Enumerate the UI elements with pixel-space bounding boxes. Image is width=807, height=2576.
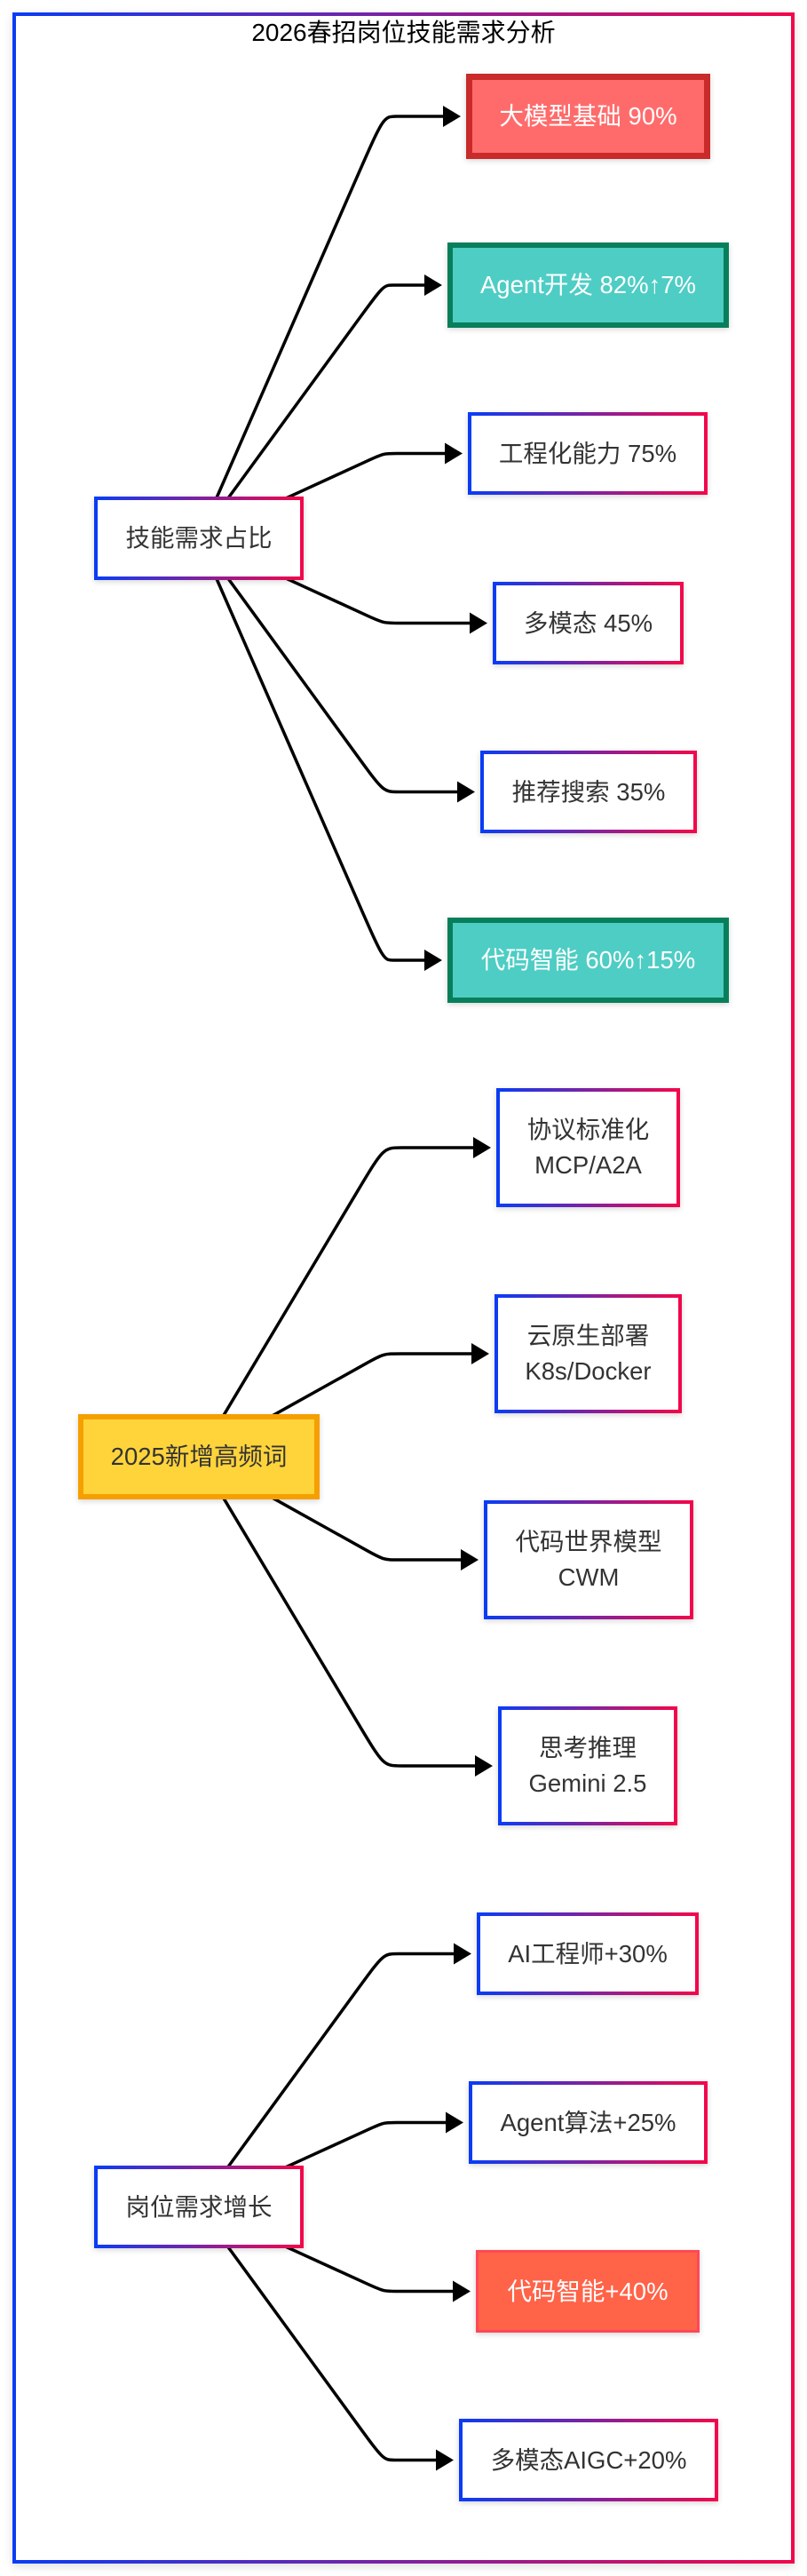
edge-skill-share-to-agent-dev (226, 283, 437, 500)
arrowhead-icon (461, 1549, 479, 1570)
node-label: 大模型基础 90% (499, 102, 677, 130)
node-protocol-std: 协议标准化 MCP/A2A (496, 1088, 680, 1207)
node-label-line-1: 思考推理 (539, 1734, 637, 1761)
node-code-world-model: 代码世界模型 CWM (484, 1500, 693, 1619)
node-agent-dev: Agent开发 82%↑7% (447, 242, 729, 328)
node-llm-foundation: 大模型基础 90% (466, 74, 710, 159)
node-ai-engineer: AI工程师+30% (477, 1912, 699, 1995)
arrowhead-icon (436, 2449, 454, 2471)
node-label: Agent算法+25% (500, 2108, 676, 2136)
diagram-title: 2026春招岗位技能需求分析 (251, 19, 556, 46)
node-label: 技能需求占比 (125, 524, 273, 552)
node-code-intel: 代码智能 60%↑15% (447, 918, 729, 1003)
node-label-line-1: 代码世界模型 (515, 1528, 662, 1555)
node-label: Agent开发 82%↑7% (479, 271, 697, 298)
arrowhead-icon (470, 612, 487, 634)
edge-skill-share-to-llm-foundation (215, 115, 455, 499)
edge-skill-share-to-code-intel (215, 577, 437, 962)
arrowhead-icon (446, 2111, 463, 2134)
edge-new-keywords-2025-to-code-world-model (271, 1496, 473, 1562)
node-label-line-1: 云原生部署 (526, 1322, 650, 1349)
node-label-line-1: 协议标准化 (526, 1116, 650, 1143)
node-agent-algorithm: Agent算法+25% (469, 2081, 708, 2164)
arrowhead-icon (424, 274, 442, 296)
node-label: 推荐搜索 35% (511, 777, 666, 806)
arrowhead-icon (457, 781, 475, 803)
node-multimodal: 多模态 45% (493, 582, 684, 664)
node-label: 多模态AIGC+20% (490, 2445, 687, 2474)
node-reasoning: 思考推理 Gemini 2.5 (498, 1706, 677, 1825)
node-label: 代码智能+40% (507, 2277, 669, 2305)
edge-new-keywords-2025-to-reasoning (221, 1497, 487, 1768)
node-multimodal-aigc: 多模态AIGC+20% (459, 2419, 718, 2501)
edge-job-growth-to-ai-engineer (226, 1952, 466, 2169)
node-label: 代码智能 60%↑15% (480, 946, 696, 974)
node-label-line-2: Gemini 2.5 (528, 1769, 647, 1797)
edge-skill-share-to-rec-search (226, 576, 470, 794)
root-node-job-growth: 岗位需求增长 (94, 2166, 304, 2248)
edge-new-keywords-2025-to-cloud-native (271, 1352, 484, 1418)
arrowhead-icon (475, 1755, 493, 1777)
edge-job-growth-to-agent-algorithm (284, 2120, 458, 2169)
node-cloud-native: 云原生部署 K8s/Docker (494, 1294, 682, 1413)
node-engineering: 工程化能力 75% (468, 412, 708, 495)
edge-job-growth-to-code-intel-growth (284, 2245, 465, 2294)
root-node-skill-share: 技能需求占比 (94, 497, 304, 580)
root-node-new-keywords: 2025新增高频词 (78, 1414, 320, 1499)
arrowhead-icon (454, 1943, 471, 1965)
node-rec-search: 推荐搜索 35% (480, 751, 697, 833)
arrowhead-icon (443, 106, 461, 127)
node-label: 多模态 45% (523, 608, 653, 637)
node-label: AI工程师+30% (508, 1939, 668, 1968)
edge-job-growth-to-multimodal-aigc (226, 2245, 448, 2462)
node-label-line-2: K8s/Docker (525, 1357, 652, 1385)
node-label: 2025新增高频词 (110, 1443, 288, 1470)
arrowhead-icon (424, 950, 442, 971)
node-code-intel-growth: 代码智能+40% (476, 2250, 700, 2333)
node-label-line-2: CWM (558, 1563, 620, 1591)
edge-skill-share-to-multimodal (285, 576, 482, 625)
node-label: 工程化能力 75% (498, 439, 677, 467)
arrowhead-icon (471, 1343, 489, 1364)
arrowhead-icon (473, 1137, 491, 1158)
arrowhead-icon (453, 2280, 471, 2302)
edge-skill-share-to-engineering (285, 451, 457, 500)
edge-new-keywords-2025-to-protocol-std (221, 1146, 486, 1417)
node-label-line-2: MCP/A2A (534, 1151, 642, 1179)
arrowhead-icon (445, 442, 463, 465)
node-label: 岗位需求增长 (125, 2192, 273, 2221)
